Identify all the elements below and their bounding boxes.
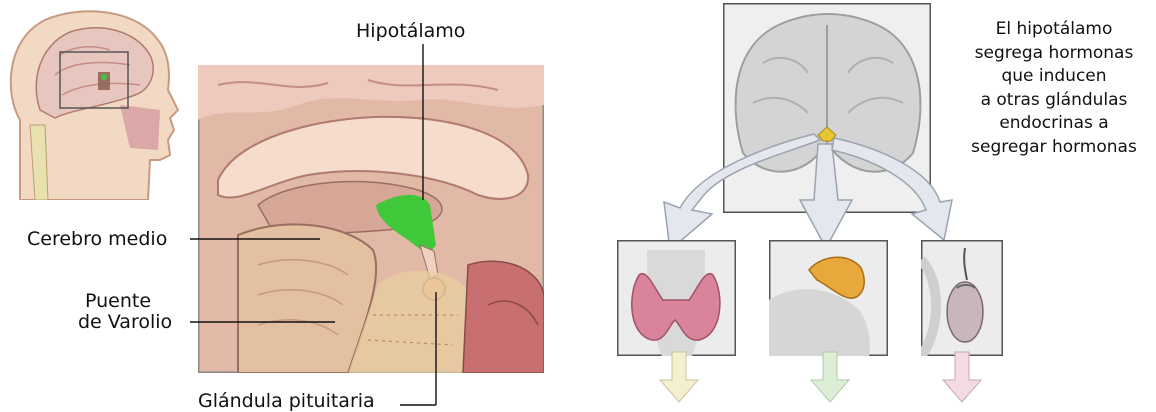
caption-line-5: endocrinas a <box>952 112 1156 136</box>
label-pons-line1: Puente <box>85 290 151 312</box>
caption-line-2: segrega hormonas <box>952 42 1156 66</box>
caption-line-1: El hipotálamo <box>952 18 1156 42</box>
hypothalamus-caption: El hipotálamo segrega hormonas que induc… <box>952 18 1156 159</box>
adrenal-panel <box>769 240 888 356</box>
label-midbrain: Cerebro medio <box>27 228 167 250</box>
output-arrows <box>640 350 1000 405</box>
caption-line-6: segregar hormonas <box>952 136 1156 160</box>
thyroid-panel <box>617 240 736 356</box>
caption-line-4: a otras glándulas <box>952 89 1156 113</box>
left-leader-lines <box>0 0 600 411</box>
gonad-panel <box>921 240 1003 356</box>
label-pons-line2: de Varolio <box>78 311 172 333</box>
label-pituitary: Glándula pituitaria <box>198 390 375 412</box>
label-hypothalamus: Hipotálamo <box>356 20 465 42</box>
caption-line-3: que inducen <box>952 65 1156 89</box>
